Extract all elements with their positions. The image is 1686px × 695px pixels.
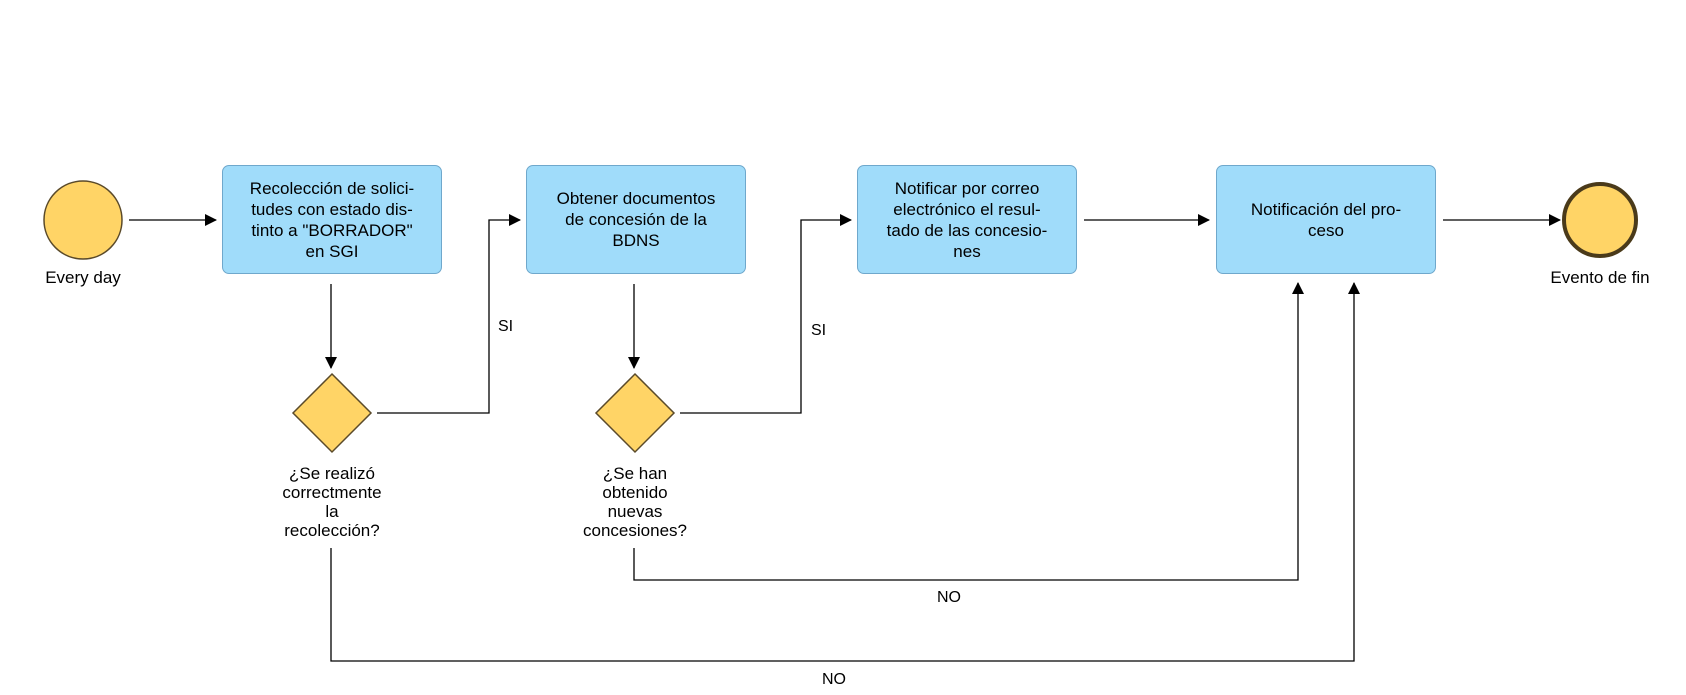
start-event <box>43 180 123 260</box>
flow-gateway2-yes <box>680 214 852 414</box>
flow-gateway1-no-label: NO <box>822 671 846 688</box>
gateway-concesiones <box>594 372 676 454</box>
task-label: Recolección de solici- tudes con estado … <box>249 178 415 261</box>
end-event-label: Evento de fin <box>1550 268 1650 287</box>
task-label: Notificar por correo electrónico el resu… <box>886 178 1048 261</box>
flow-gateway1-yes <box>377 214 521 414</box>
flow-gateway1-no <box>330 282 1360 662</box>
task-label: Obtener documentos de concesión de la BD… <box>556 189 716 250</box>
gateway-concesiones-label: ¿Se han obtenido nuevas concesiones? <box>583 464 687 540</box>
gateway-recoleccion-label: ¿Se realizó correctmente la recolección? <box>282 464 382 540</box>
flow-gateway2-no-label: NO <box>937 589 961 606</box>
flow-gateway1-yes-label: SI <box>498 318 514 335</box>
task-label: Notificación del pro- ceso <box>1250 199 1402 240</box>
gateway-recoleccion <box>291 372 373 454</box>
task-notificacion-proceso[interactable]: Notificación del pro- ceso <box>1216 165 1436 274</box>
flow-gateway2-yes-label: SI <box>811 322 827 339</box>
task-notificar-correo[interactable]: Notificar por correo electrónico el resu… <box>857 165 1077 274</box>
task-recoleccion-solicitudes[interactable]: Recolección de solici- tudes con estado … <box>222 165 442 274</box>
task-obtener-documentos[interactable]: Obtener documentos de concesión de la BD… <box>526 165 746 274</box>
flow-gateway2-no <box>633 282 1304 581</box>
start-event-label: Every day <box>45 268 121 287</box>
end-event <box>1562 182 1638 258</box>
